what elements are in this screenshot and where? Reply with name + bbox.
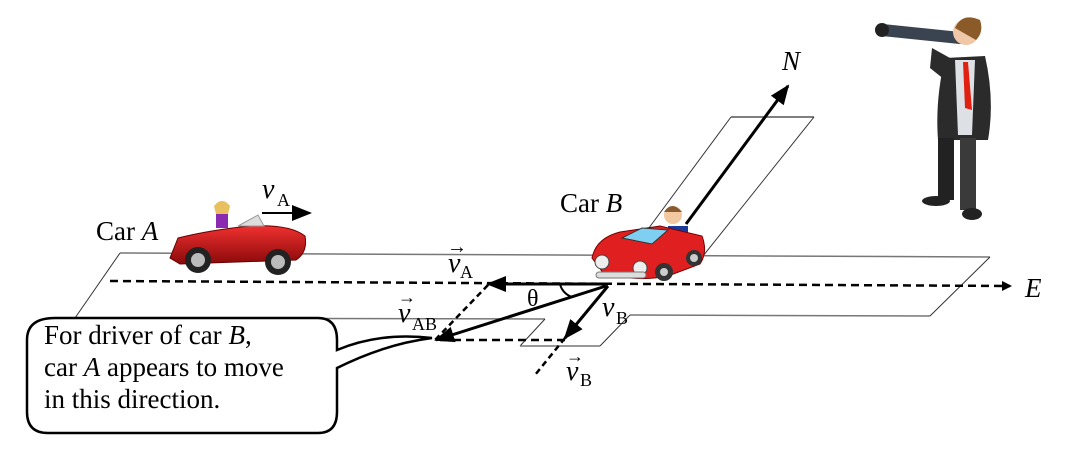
vb-label: v B: [602, 292, 628, 328]
svg-text:v: v: [448, 248, 461, 279]
svg-text:→: →: [566, 346, 584, 366]
svg-text:AB: AB: [412, 314, 437, 334]
svg-text:v: v: [602, 292, 615, 323]
vb-extension: [534, 337, 566, 376]
svg-text:A: A: [460, 262, 473, 282]
car-a-label: Car A: [96, 216, 159, 246]
svg-text:→: →: [398, 287, 416, 307]
east-label: E: [1024, 273, 1042, 303]
observer-icon: [875, 17, 991, 220]
svg-text:v: v: [566, 356, 579, 387]
north-road: [639, 116, 815, 257]
callout-line-3: in this direction.: [44, 384, 221, 414]
callout-bubble: [25, 316, 433, 435]
svg-text:→: →: [447, 236, 467, 258]
car-a-icon: [169, 201, 307, 275]
vb-vector-label: → v B: [566, 346, 592, 390]
svg-text:v: v: [262, 174, 275, 205]
east-axis: [109, 279, 1012, 291]
car-b-icon: [591, 206, 706, 281]
theta-arc: [559, 283, 573, 298]
callout-line-2: car A appears to move: [44, 352, 284, 382]
theta-label: θ: [527, 286, 539, 312]
svg-text:B: B: [580, 370, 592, 390]
va-label-car-a: v A: [262, 174, 290, 210]
north-axis-arrow: [684, 84, 790, 225]
vb-vector: [563, 285, 610, 340]
car-b-label: Car B: [560, 188, 622, 218]
va-vector-label: → v A: [447, 236, 473, 282]
svg-text:B: B: [616, 308, 628, 328]
callout-line-1: For driver of car B,: [44, 320, 252, 350]
vab-vector: [434, 284, 607, 343]
svg-text:v: v: [398, 298, 411, 329]
svg-text:A: A: [277, 190, 290, 210]
vab-label: → v AB: [398, 287, 437, 334]
callout-text: For driver of car B, car A appears to mo…: [44, 319, 334, 415]
north-label: N: [781, 46, 802, 76]
